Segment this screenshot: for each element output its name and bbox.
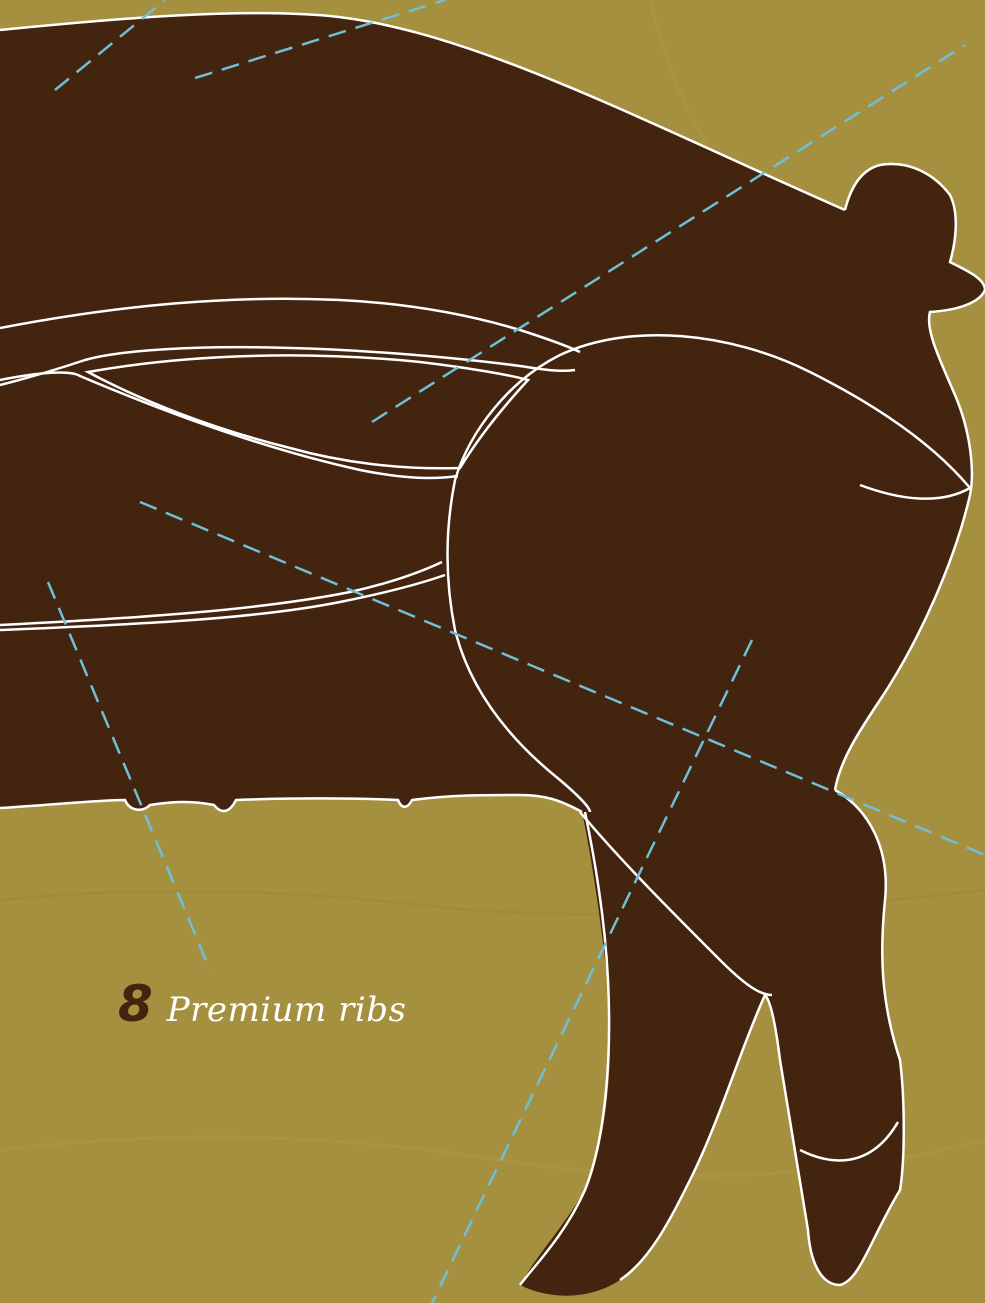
cut-number: 8 <box>118 975 153 1033</box>
cut-name: Premium ribs <box>167 990 407 1030</box>
cut-label: 8 Premium ribs <box>118 975 406 1033</box>
